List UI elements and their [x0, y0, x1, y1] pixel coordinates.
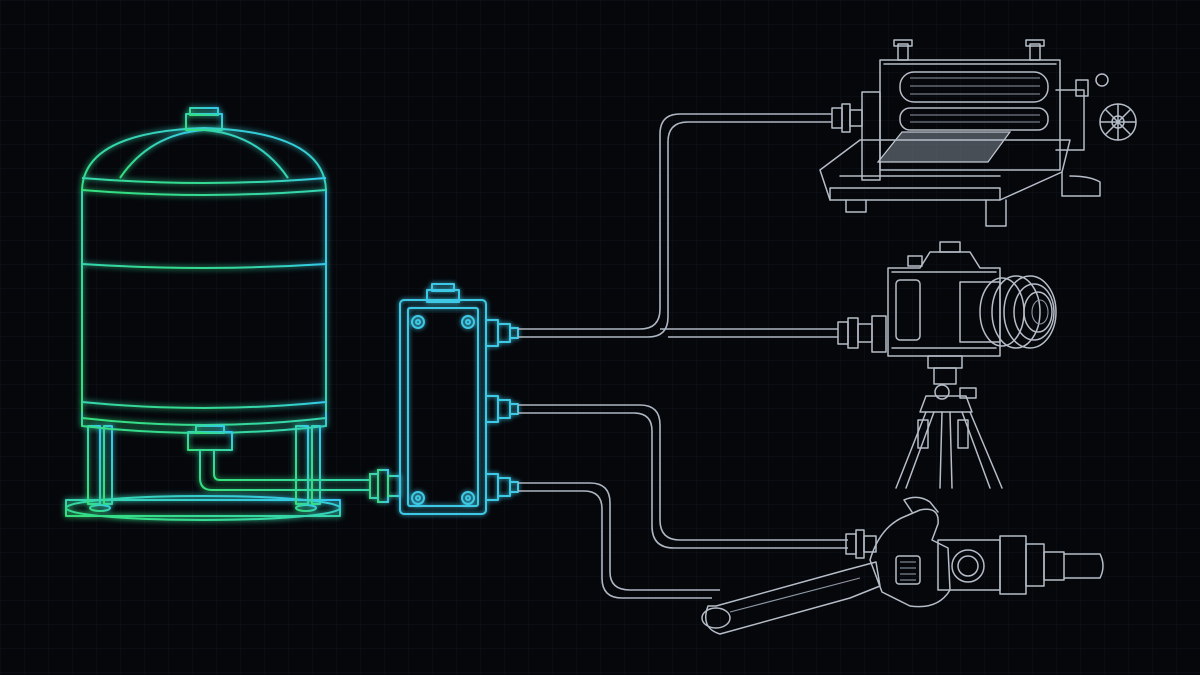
tank-legs [87, 425, 321, 505]
connector-wires [518, 113, 848, 599]
wrench-handle [705, 561, 881, 635]
camera-lens [959, 275, 1057, 349]
manifold-bolts [411, 315, 475, 505]
tank-outlet-pipe [199, 450, 370, 491]
wire-to-printing-press [518, 113, 832, 330]
wire-to-wrench-lower [518, 482, 720, 591]
wrench-adjust-screw [895, 555, 921, 585]
manifold-icon [399, 283, 519, 515]
tank-band-lower [81, 401, 327, 409]
manifold-ports [485, 319, 519, 501]
press-rollers [899, 71, 1049, 131]
wrench-head [869, 508, 951, 608]
press-handwheel [1099, 103, 1137, 141]
tank-icon [65, 107, 370, 521]
tank-band-upper [81, 263, 327, 269]
camera-body [887, 251, 1001, 357]
tripod-mount [919, 395, 973, 413]
wire-to-wrench-upper [518, 404, 848, 541]
press-paper-sheet [876, 131, 1012, 163]
press-frame [879, 59, 1061, 171]
tank-base-rim [65, 495, 341, 521]
wrench-pipe-fitting [937, 535, 1104, 595]
tank-dome [81, 127, 327, 196]
printing-press-icon [819, 39, 1137, 227]
tripod-legs [895, 411, 1003, 489]
camera-icon [837, 241, 1057, 489]
wrench-icon [701, 496, 1104, 635]
tank-base-plate [65, 499, 341, 517]
